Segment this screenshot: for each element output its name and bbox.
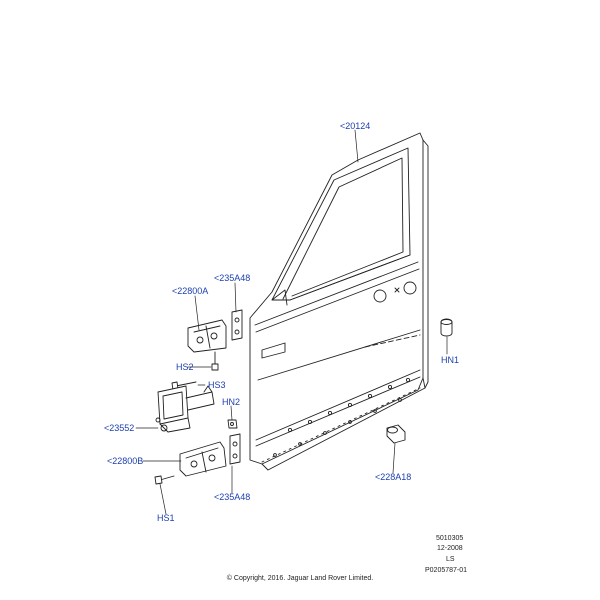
- plate-id: P0205787-01: [425, 567, 468, 574]
- callout-nut-hn1[interactable]: HN1: [441, 355, 460, 365]
- market-code: LS: [446, 556, 455, 563]
- copyright-notice: © Copyright, 2016. Jaguar Land Rover Lim…: [226, 575, 374, 582]
- callout-upper-hinge[interactable]: <22800A: [172, 286, 209, 296]
- check-strap: [155, 385, 215, 433]
- callout-bolt-hs3[interactable]: HS3: [208, 380, 226, 390]
- nut-hn1: [440, 318, 453, 337]
- callout-nut-hn2[interactable]: HN2: [222, 397, 241, 407]
- callout-lower-hinge[interactable]: <22800B: [107, 456, 144, 466]
- diagram-date: 12-2008: [437, 545, 463, 552]
- door-shell: [249, 132, 429, 471]
- buffer: [386, 424, 406, 444]
- callout-check-strap[interactable]: <23552: [104, 423, 135, 433]
- bolt-hs2: [211, 351, 219, 371]
- leader-lines: [135, 129, 448, 515]
- upper-door-bracket: [231, 309, 243, 341]
- callout-bolt-hs1[interactable]: HS1: [157, 513, 175, 523]
- callout-door[interactable]: <20124: [340, 121, 371, 131]
- bolt-hs1: [154, 475, 175, 485]
- callout-buffer[interactable]: <228A18: [375, 472, 412, 482]
- upper-hinge: [187, 319, 227, 353]
- nut-hn2: [227, 419, 238, 429]
- reference-number: 5010305: [436, 535, 464, 542]
- callout-bolt-hs2[interactable]: HS2: [176, 362, 194, 372]
- callout-lower-bracket[interactable]: <235A48: [214, 492, 251, 502]
- lower-door-bracket: [229, 433, 241, 465]
- lower-hinge: [179, 441, 227, 477]
- callout-upper-bracket[interactable]: <235A48: [214, 273, 251, 283]
